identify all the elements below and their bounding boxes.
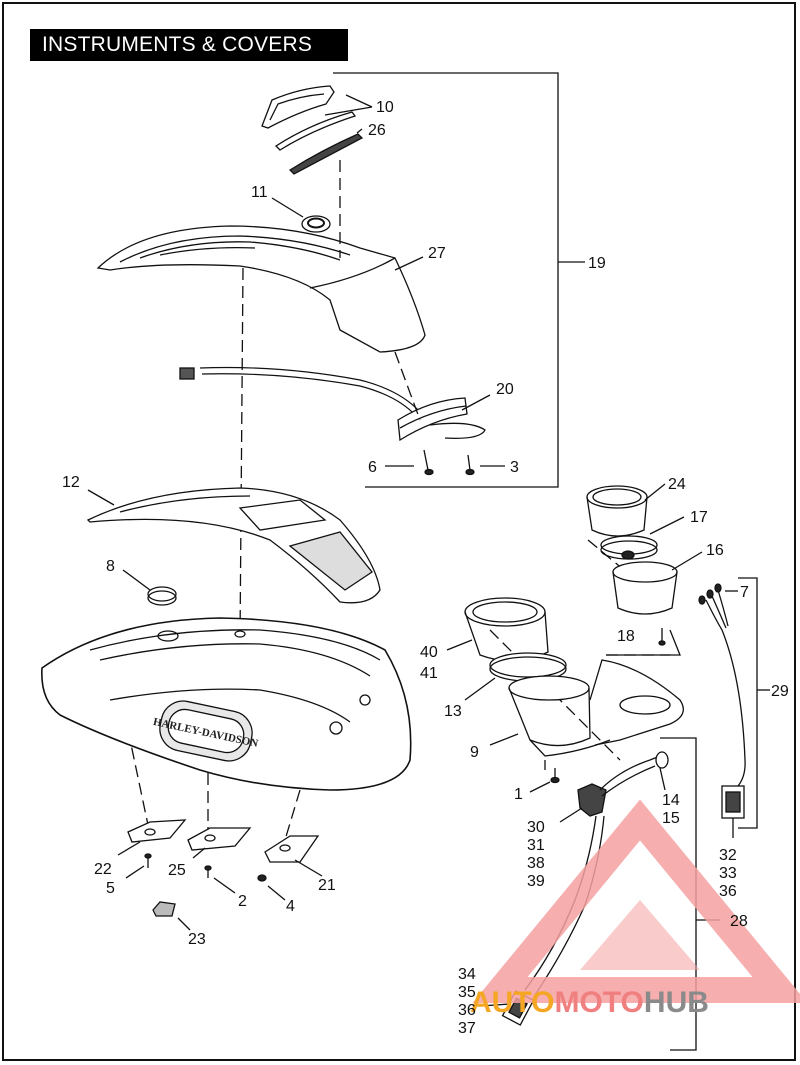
callout-5: 5 [106,880,115,897]
callout-3: 3 [510,459,519,476]
callout-26: 26 [368,122,386,139]
grommet-part-8 [122,569,177,606]
callout-13: 13 [444,703,462,720]
gasket-part-17 [600,516,685,560]
callout-31: 31 [527,837,545,854]
callout-6: 6 [368,459,377,476]
page-title: INSTRUMENTS & COVERS [30,29,348,61]
callout-8: 8 [106,558,115,575]
watermark-part1: AUTO [470,986,554,1019]
callout-36b: 36 [458,1002,476,1019]
watermark-part2: MOTO [554,986,643,1019]
callout-39: 39 [527,873,545,890]
callout-10: 10 [376,99,394,116]
callout-19: 19 [588,255,606,272]
screw-part-2 [204,865,236,894]
callout-11: 11 [251,184,268,201]
callout-36a: 36 [719,883,737,900]
callout-14: 14 [662,792,680,809]
watermark-part3: HUB [644,986,709,1019]
bracket-part-22 [117,819,187,856]
bracket-part-25 [187,827,252,859]
screw-part-5 [125,853,152,879]
callout-4: 4 [286,898,295,915]
callout-22: 22 [94,861,112,878]
callout-33: 33 [719,865,737,882]
callout-41: 41 [420,665,438,682]
callout-37: 37 [458,1020,476,1037]
cup-part-16 [612,551,703,615]
callout-38: 38 [527,855,545,872]
callout-25: 25 [168,862,186,879]
screw-part-18 [606,628,681,656]
callout-17: 17 [690,509,708,526]
callout-23: 23 [188,931,206,948]
clip-part-23 [152,901,191,931]
console-cover-part-27 [96,225,426,353]
callout-35: 35 [458,984,476,1001]
callout-28: 28 [730,913,748,930]
callout-21: 21 [318,877,336,894]
callout-7: 7 [740,584,749,601]
cap-trim-part-11 [271,197,331,233]
trim-panel-part-12 [86,487,381,604]
housing-part-9 [489,659,684,757]
callout-15: 15 [662,810,680,827]
callout-2: 2 [238,893,247,910]
callout-24: 24 [668,476,686,493]
screw-part-6 [385,449,434,476]
watermark-logo [472,799,800,1003]
watermark-text: AUTOMOTOHUB [470,986,709,1019]
callout-32: 32 [719,847,737,864]
callout-27: 27 [428,245,446,262]
callout-30: 30 [527,819,545,836]
screw-part-1 [529,768,560,793]
callout-9: 9 [470,744,479,761]
callout-18: 18 [617,628,635,645]
callout-1: 1 [514,786,523,803]
screw-part-4 [257,874,286,901]
lens-part-10 [261,85,335,129]
bracket-part-21 [264,835,323,877]
bracket-19 [333,72,585,488]
screw-part-3 [465,454,505,476]
callout-34: 34 [458,966,476,983]
wiring-part-20 [179,366,491,442]
wire-harness-part-29 [698,577,770,838]
gasket-part-26 [274,111,364,175]
callout-20: 20 [496,381,514,398]
callout-16: 16 [706,542,724,559]
tank-console-main [41,617,412,791]
callout-12: 12 [62,474,80,491]
callout-40: 40 [420,644,438,661]
gauge-part-24 [586,483,666,537]
callout-29: 29 [771,683,789,700]
gauge-part-40 [446,597,549,662]
